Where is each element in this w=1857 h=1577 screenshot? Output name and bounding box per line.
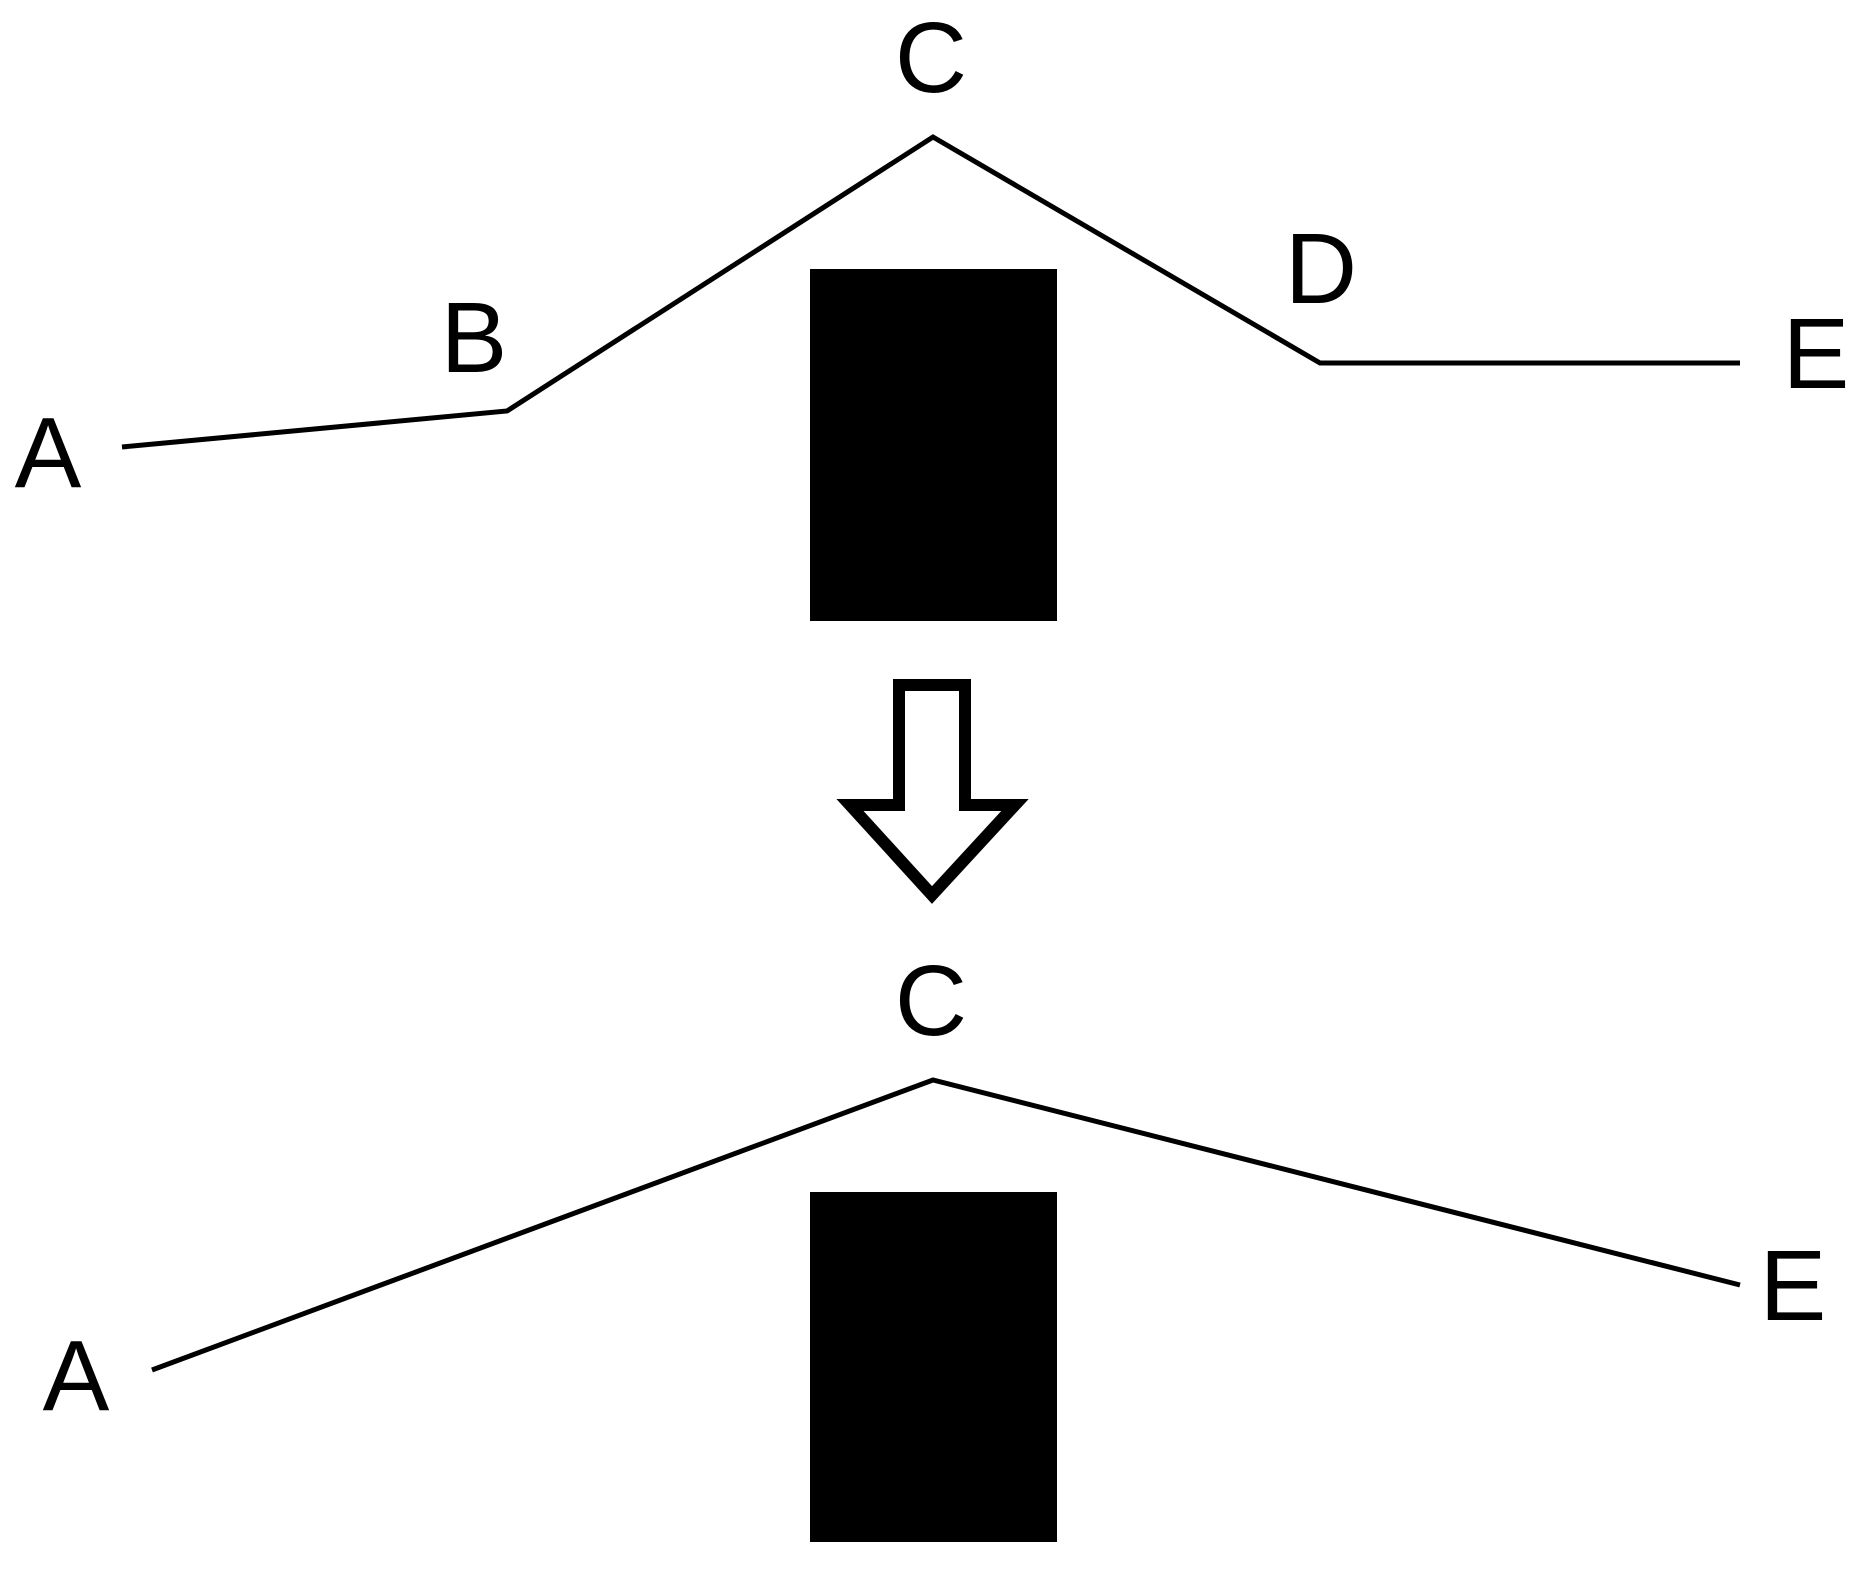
- upper-profile-diagram: A B C D E: [15, 2, 1850, 621]
- upper-profile-polyline: [121, 134, 1740, 450]
- lower-profile-polyline: [151, 1077, 1741, 1373]
- solid-block-upper: [810, 269, 1057, 621]
- upper-label-a: A: [15, 397, 82, 509]
- lower-label-e: E: [1760, 1230, 1827, 1342]
- lower-label-c: C: [895, 945, 967, 1057]
- lower-profile-diagram: A C E: [43, 945, 1827, 1542]
- down-arrow-icon: [836, 679, 1029, 904]
- upper-label-d: D: [1285, 213, 1357, 325]
- transition-arrow-group: [836, 679, 1029, 904]
- upper-label-e: E: [1783, 298, 1850, 410]
- upper-label-c: C: [895, 2, 967, 114]
- upper-label-b: B: [441, 282, 508, 394]
- solid-block-lower: [810, 1192, 1057, 1542]
- lower-label-a: A: [43, 1320, 110, 1432]
